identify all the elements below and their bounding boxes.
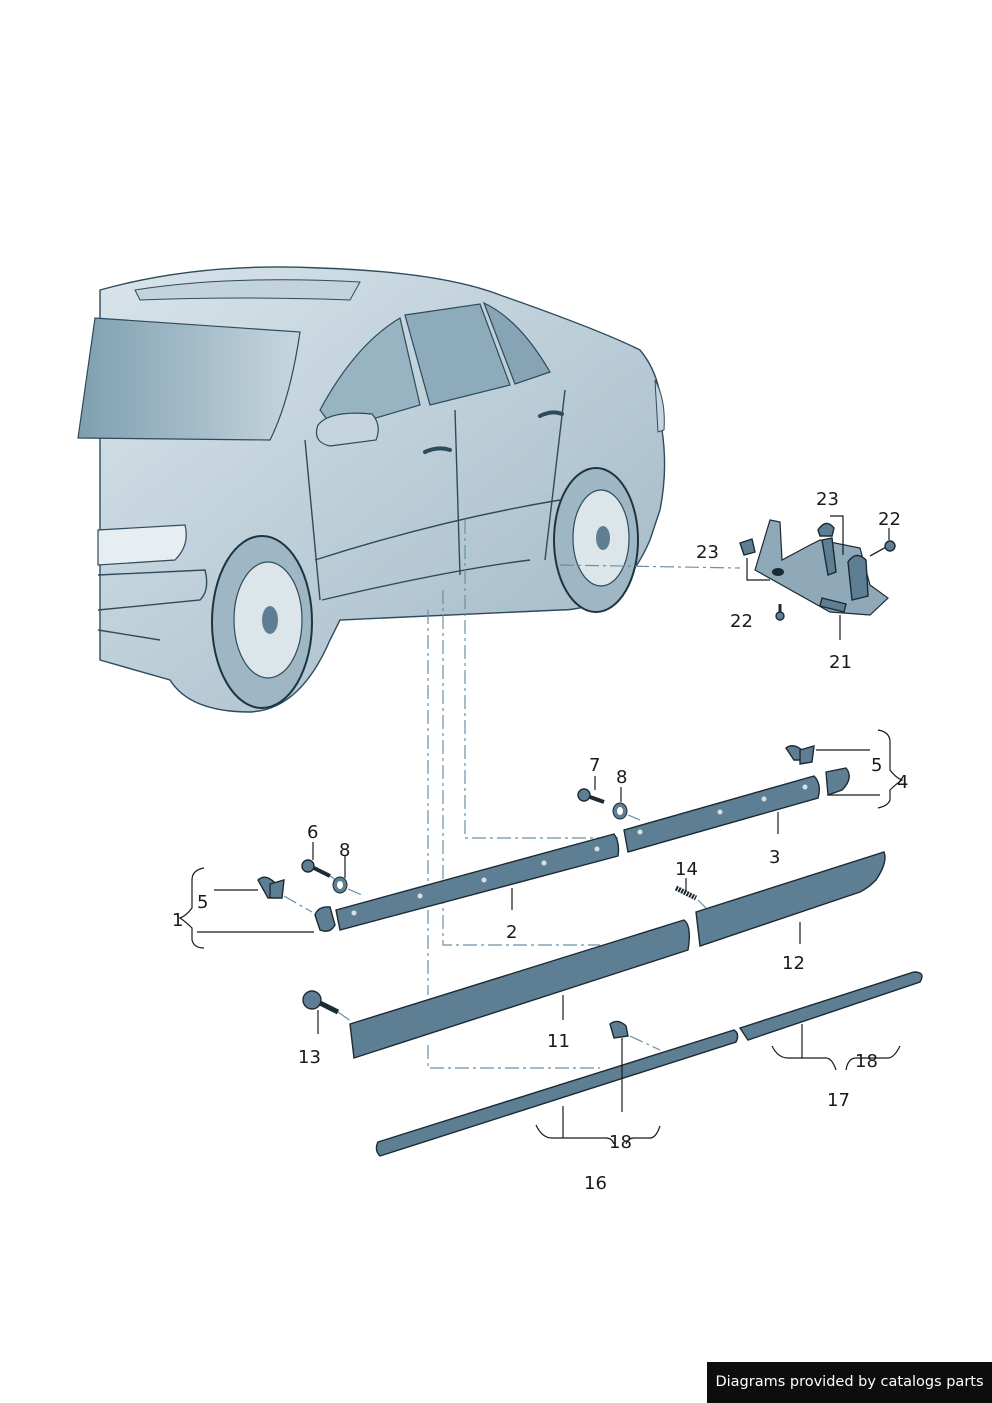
washer-part-8-rear — [612, 802, 641, 821]
bolt-part-6 — [301, 859, 337, 881]
car-illustration — [77, 266, 666, 713]
callout-22-bottom: 22 — [730, 611, 753, 632]
trim-panel-part-12 — [695, 851, 886, 947]
callout-8-front: 8 — [339, 840, 350, 861]
callout-labels: 1 5 6 8 2 7 8 3 5 4 14 12 11 13 18 16 18… — [172, 489, 908, 1194]
callout-18-upper: 18 — [855, 1051, 878, 1072]
clip-part-23-left — [739, 538, 756, 556]
callout-4: 4 — [897, 772, 908, 793]
clip-part-5-front — [257, 876, 313, 913]
callout-23-top: 23 — [816, 489, 839, 510]
screw-part-22-bottom — [775, 604, 785, 621]
front-side-window — [319, 317, 421, 431]
end-cap-part-5-front — [314, 906, 336, 932]
bolt-part-7 — [577, 788, 605, 804]
clip-part-5-rear — [785, 745, 815, 765]
trim-strip-part-2 — [335, 833, 620, 931]
rear-side-window — [404, 303, 511, 406]
bracket-part-21 — [754, 519, 889, 616]
callout-8-rear: 8 — [616, 767, 627, 788]
callout-16: 16 — [584, 1173, 607, 1194]
callout-5-rear: 5 — [871, 755, 882, 776]
side-mirror — [315, 412, 379, 447]
leader-lines — [178, 729, 904, 1145]
callout-22-right: 22 — [878, 509, 901, 530]
quarter-window — [482, 301, 551, 385]
callout-3: 3 — [769, 847, 780, 868]
callout-1: 1 — [172, 910, 183, 931]
callout-17: 17 — [827, 1090, 850, 1111]
callout-13: 13 — [298, 1047, 321, 1068]
credit-banner: Diagrams provided by catalogs parts — [707, 1362, 992, 1403]
reference-lines — [427, 520, 741, 1069]
clip-part-23-top — [817, 522, 835, 537]
callout-21: 21 — [829, 652, 852, 673]
callout-23-left: 23 — [696, 542, 719, 563]
callout-11: 11 — [547, 1031, 570, 1052]
callout-12: 12 — [782, 953, 805, 974]
callout-2: 2 — [506, 922, 517, 943]
washer-part-8-front — [332, 876, 363, 896]
clip-part-18 — [609, 1020, 661, 1051]
callout-6: 6 — [307, 822, 318, 843]
stud-part-14 — [674, 885, 707, 909]
sill-molding-part-16 — [375, 1029, 739, 1157]
callout-14: 14 — [675, 859, 698, 880]
callout-18-lower: 18 — [609, 1132, 632, 1153]
screw-part-22-right — [869, 540, 896, 557]
trim-strip-part-3 — [623, 775, 821, 853]
end-cap-part-5-rear — [825, 767, 850, 796]
windshield — [77, 317, 301, 441]
callout-5-front: 5 — [197, 892, 208, 913]
trim-panel-part-11 — [349, 919, 691, 1059]
bolt-part-13 — [302, 990, 353, 1023]
sill-molding-part-17 — [738, 971, 923, 1041]
sunroof — [134, 279, 361, 301]
callout-7: 7 — [589, 755, 600, 776]
headlight — [97, 524, 187, 566]
